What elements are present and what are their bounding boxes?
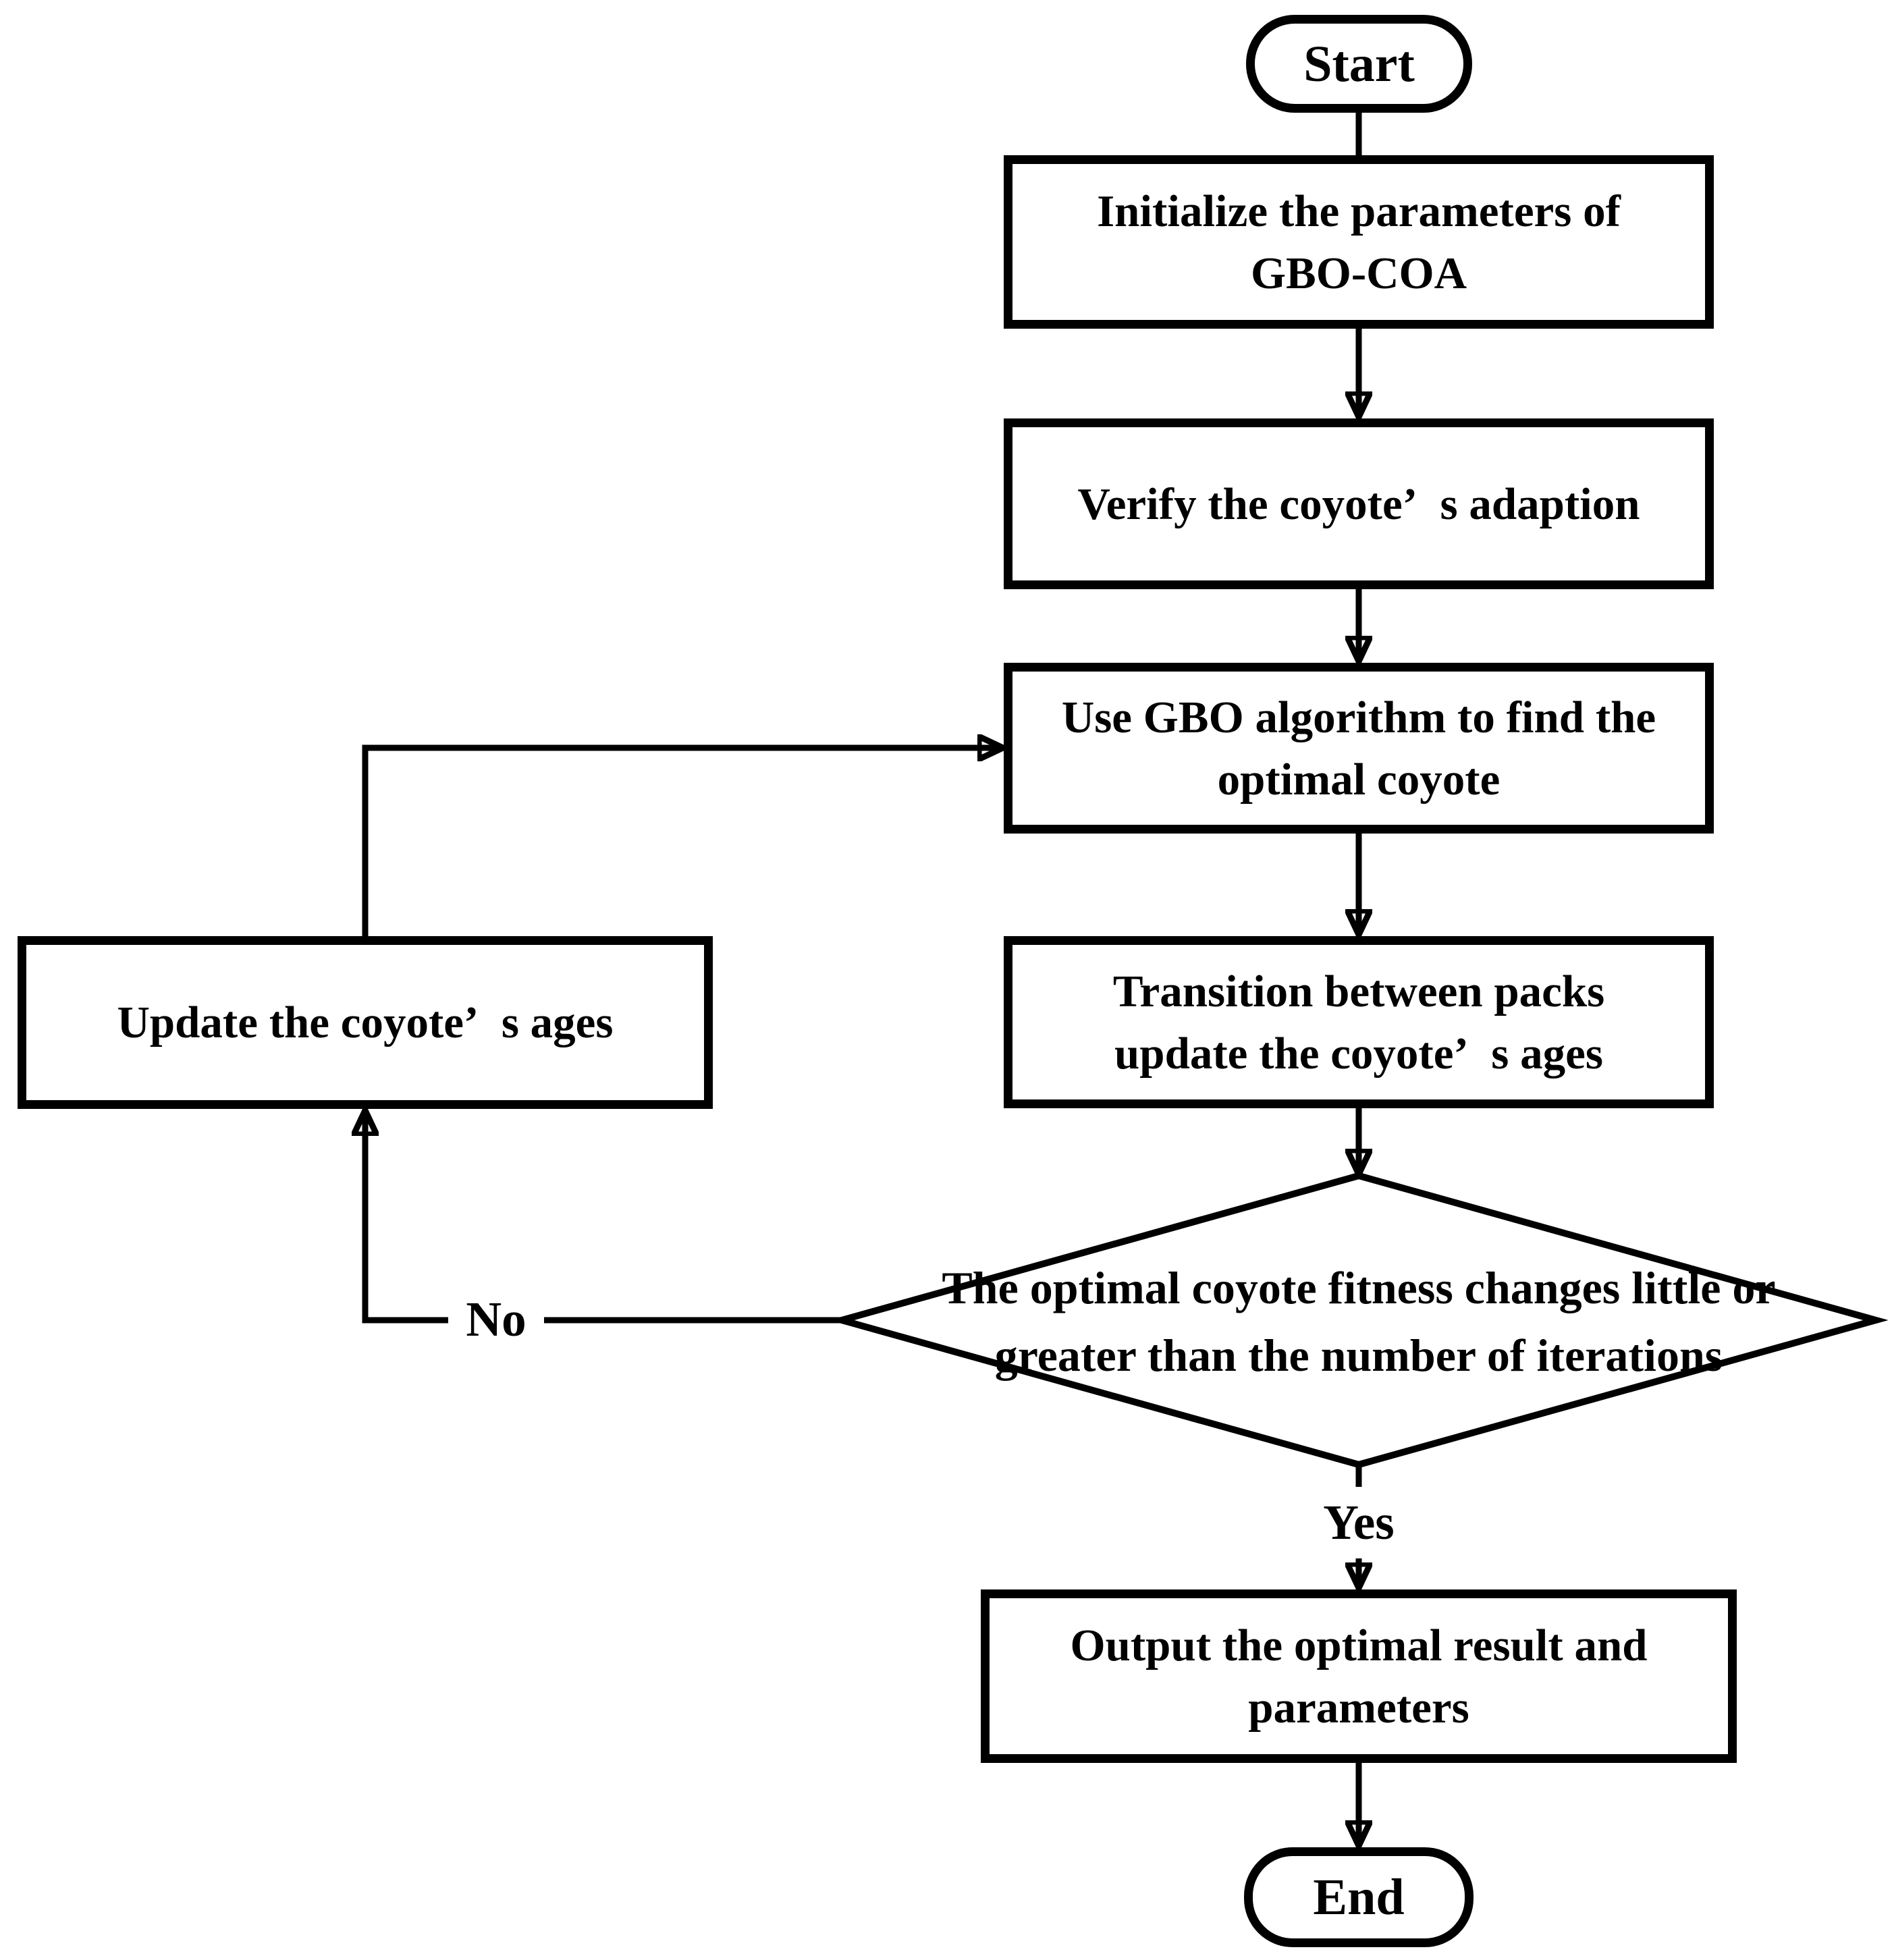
node-gbo-line1: Use GBO algorithm to find the [1061,692,1656,742]
node-decision-line2: greater than the number of iterations [994,1330,1723,1381]
node-end: End [1244,1847,1474,1947]
node-update-coyote-ages: Update the coyote’ s ages [18,936,713,1109]
node-gbo-find-optimal-coyote: Use GBO algorithm to find the optimal co… [1004,663,1714,834]
node-decision-line1: The optimal coyote fitness changes littl… [942,1262,1776,1313]
node-initialize-parameters: Initialize the parameters of GBO-COA [1004,155,1714,329]
edge-label-yes: Yes [1305,1487,1413,1558]
node-start: Start [1246,15,1472,113]
node-initialize-line2: GBO-COA [1250,248,1467,298]
node-transition-line1: Transition between packs [1112,966,1605,1016]
node-verify-adaption: Verify the coyote’ s adaption [1004,418,1714,589]
edge-label-yes-text: Yes [1323,1495,1395,1550]
node-output-line1: Output the optimal result and [1070,1620,1648,1670]
node-start-label: Start [1303,35,1415,92]
decision-diamond-shape [829,1172,1889,1469]
node-initialize-line1: Initialize the parameters of [1097,186,1621,236]
node-transition-line2: update the coyote’ s ages [1114,1028,1603,1079]
node-output-line2: parameters [1248,1682,1469,1733]
connector-update-to-gbo-feedback [362,748,1002,936]
node-transition-between-packs: Transition between packs update the coyo… [1004,936,1714,1108]
node-end-label: End [1313,1869,1405,1926]
node-gbo-line2: optimal coyote [1217,754,1501,805]
edge-label-no-text: No [466,1292,526,1346]
edge-label-no: No [448,1284,544,1355]
node-decision-fitness-check: The optimal coyote fitness changes littl… [853,1254,1865,1389]
node-verify-line1: Verify the coyote’ s adaption [1077,479,1640,529]
node-output-result: Output the optimal result and parameters [981,1589,1737,1763]
node-update-line1: Update the coyote’ s ages [117,998,614,1047]
connector-decision-no-to-update [365,1112,842,1324]
